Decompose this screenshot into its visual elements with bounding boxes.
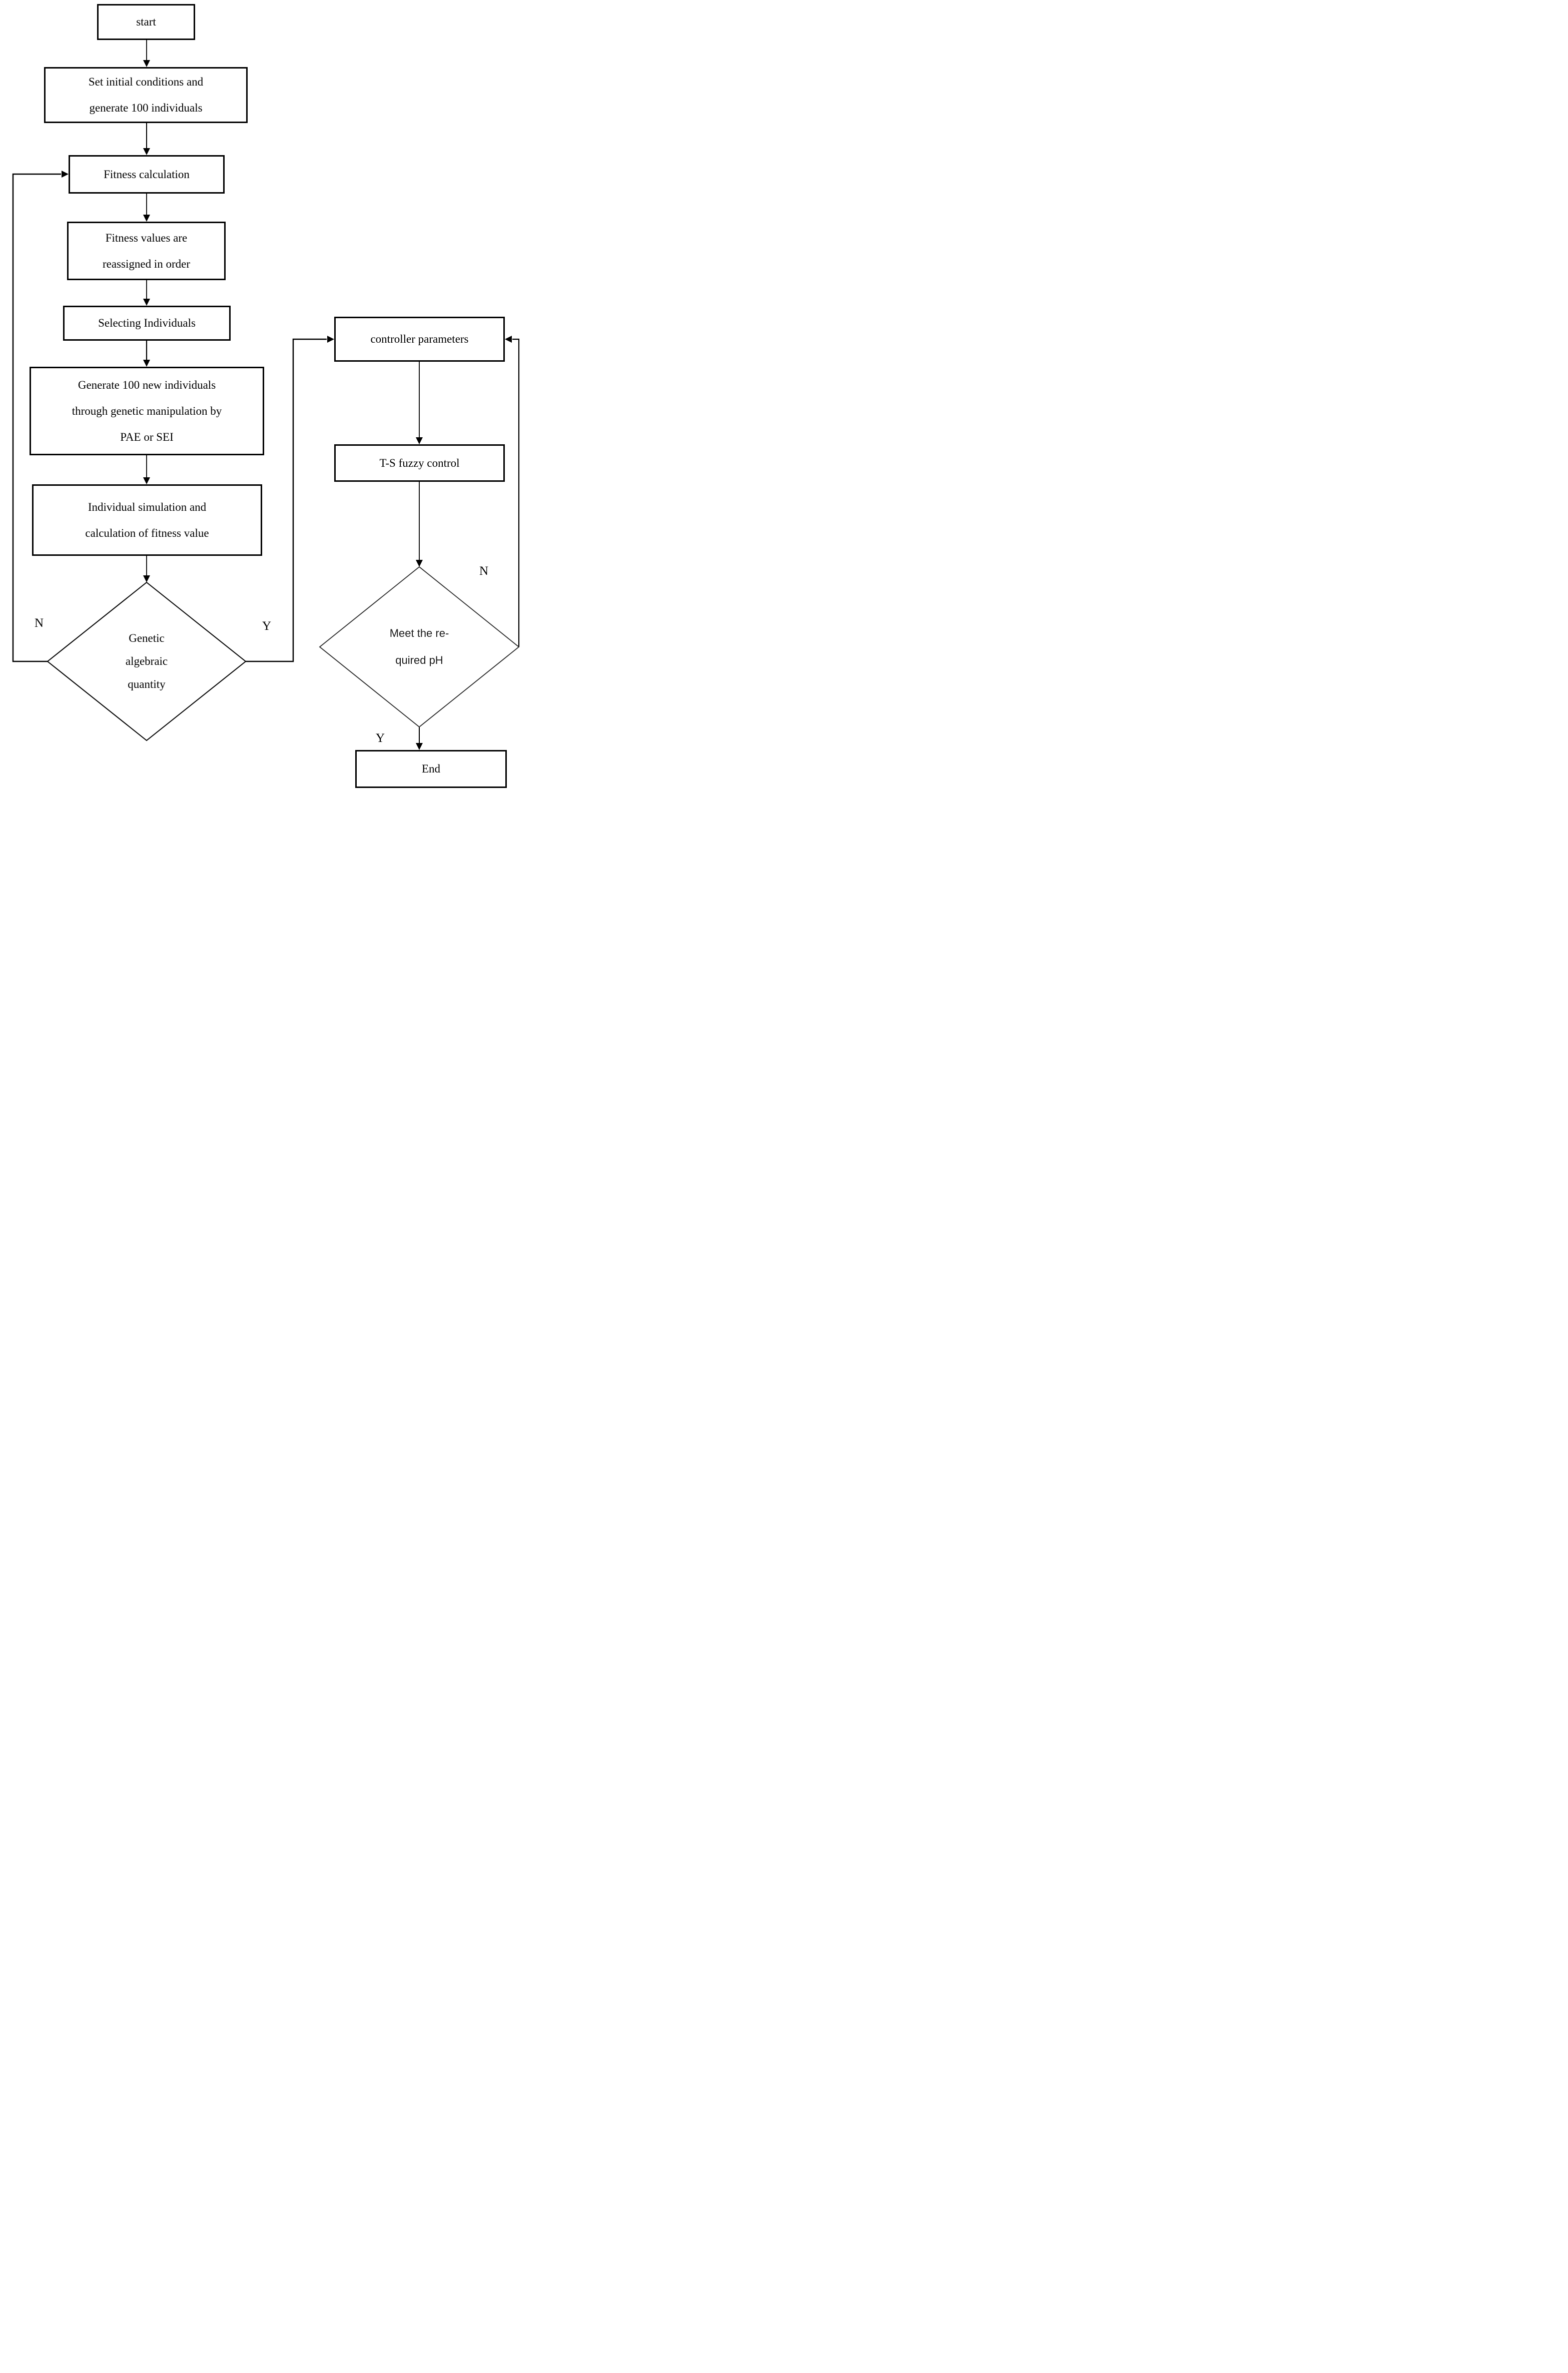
edge-ph-yes-to-end bbox=[416, 727, 423, 750]
ph-decision-diamond bbox=[319, 566, 520, 728]
node-fitness-values-reassigned: Fitness values are reassigned in order bbox=[67, 222, 226, 280]
genetic-no-label: N bbox=[34, 616, 44, 630]
edge-genetic-yes-branch bbox=[246, 336, 334, 662]
edge-generate-to-simulation bbox=[143, 455, 150, 484]
flowchart-edges-layer bbox=[12, 40, 520, 750]
genetic-decision-label: Genetic algebraic quantity bbox=[125, 632, 168, 690]
node-start-label: start bbox=[136, 16, 156, 28]
edge-ph-no-feedback bbox=[505, 336, 520, 647]
node-fitness-calculation: Fitness calculation bbox=[69, 155, 225, 194]
edge-fuzzy-to-ph-decision bbox=[416, 482, 423, 567]
edge-fitness-values-to-selecting bbox=[143, 280, 150, 306]
edge-selecting-to-generate bbox=[143, 341, 150, 367]
flowchart-canvas: start Set initial conditions and generat… bbox=[0, 0, 523, 791]
node-controller-parameters: controller parameters bbox=[334, 317, 505, 362]
node-individual-simulation: Individual simulation and calculation of… bbox=[32, 484, 262, 556]
node-end: End bbox=[355, 750, 507, 788]
ph-yes-label: Y bbox=[375, 731, 385, 745]
node-selecting-individuals: Selecting Individuals bbox=[63, 306, 231, 341]
node-generate-new-individuals: Generate 100 new individuals through gen… bbox=[30, 367, 264, 455]
edge-simulation-to-genetic-decision bbox=[143, 556, 150, 582]
edge-init-to-fitness-calc bbox=[143, 123, 150, 155]
edge-genetic-no-loop bbox=[12, 171, 69, 662]
ph-no-label: N bbox=[479, 564, 489, 578]
ph-decision-label: Meet the re- quired pH bbox=[389, 627, 449, 666]
node-start: start bbox=[97, 4, 195, 40]
genetic-decision-diamond bbox=[47, 581, 247, 741]
edge-fitness-calc-to-fitness-values bbox=[143, 194, 150, 222]
genetic-yes-label: Y bbox=[262, 619, 272, 633]
edge-start-to-init bbox=[143, 40, 150, 67]
edge-controller-to-fuzzy bbox=[416, 362, 423, 444]
node-set-initial-conditions: Set initial conditions and generate 100 … bbox=[44, 67, 248, 123]
node-ts-fuzzy-control: T-S fuzzy control bbox=[334, 444, 505, 482]
